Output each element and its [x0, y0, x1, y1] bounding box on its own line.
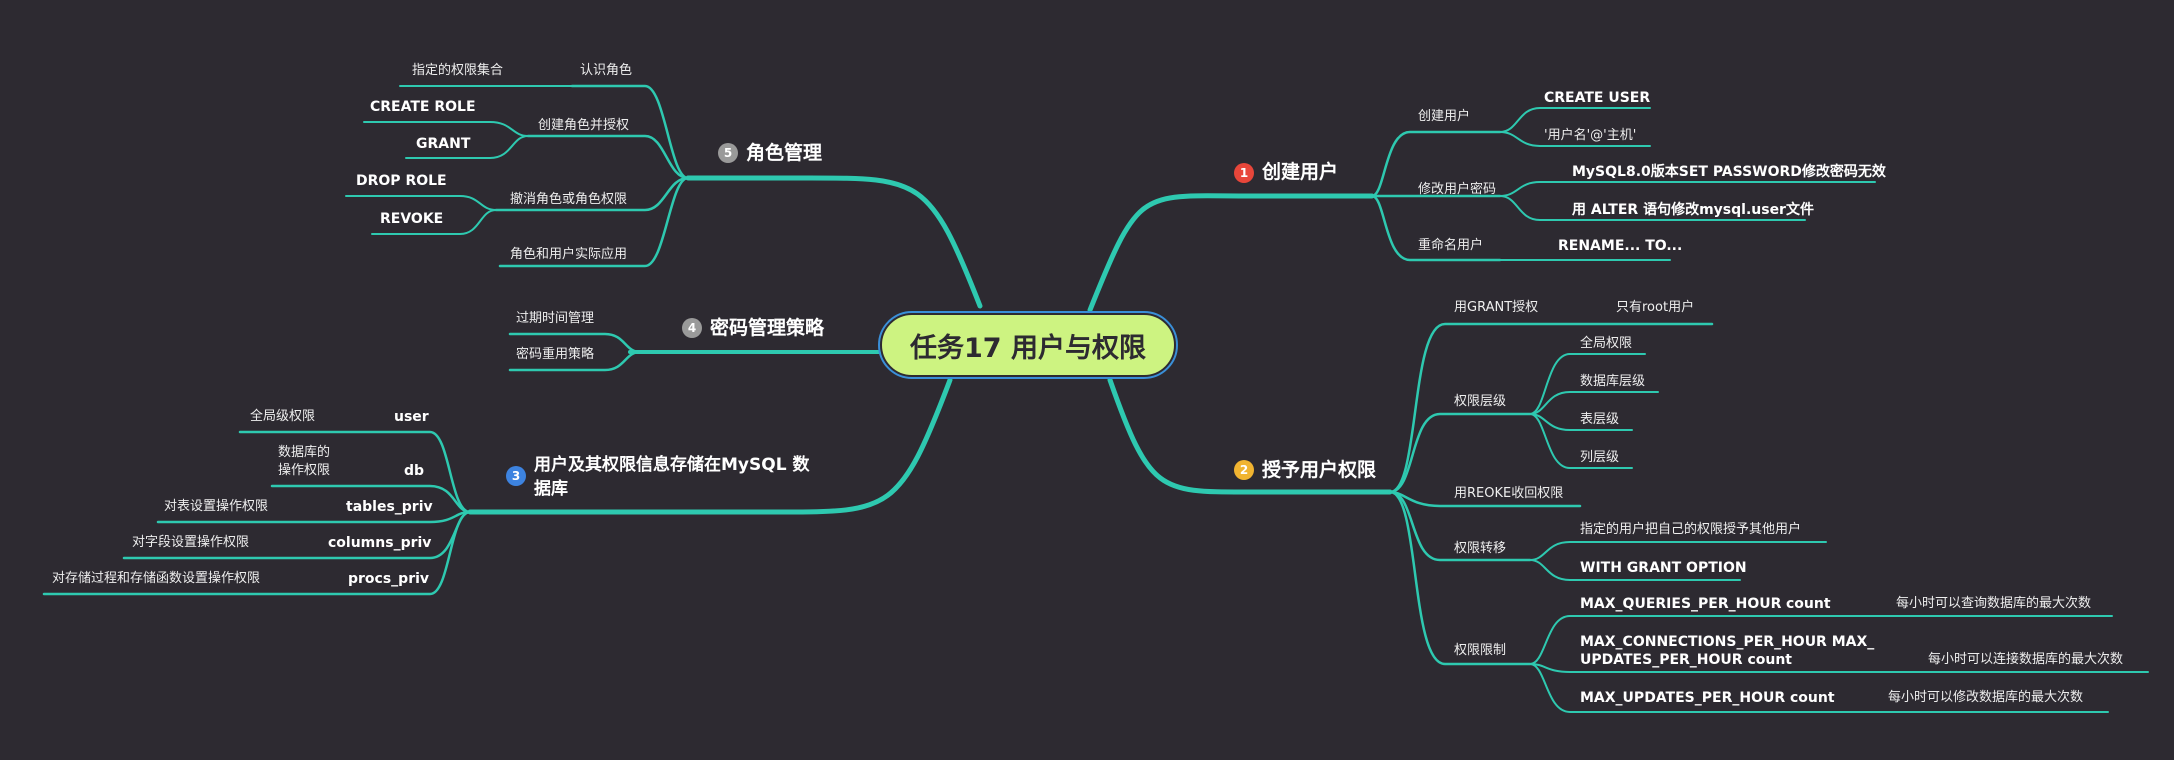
- branch-2-title[interactable]: 授予用户权限: [1262, 459, 1377, 481]
- central-topic-label: 任务17 用户与权限: [910, 332, 1146, 364]
- node-max-updates[interactable]: MAX_UPDATES_PER_HOUR count: [1580, 690, 1835, 706]
- node-max-updates-desc[interactable]: 每小时可以修改数据库的最大次数: [1888, 690, 2084, 705]
- branch-3-title-line2[interactable]: 据库: [534, 479, 568, 499]
- node-with-grant-option[interactable]: WITH GRANT OPTION: [1580, 560, 1747, 576]
- node-root-only[interactable]: 只有root用户: [1616, 300, 1695, 315]
- node-alter-statement[interactable]: 用 ALTER 语句修改mysql.user文件: [1572, 202, 1814, 218]
- node-max-connections-line2[interactable]: UPDATES_PER_HOUR count: [1580, 652, 1792, 668]
- node-table-columns-priv-desc[interactable]: 对字段设置操作权限: [132, 535, 250, 550]
- node-create-user-stmt[interactable]: CREATE USER: [1544, 90, 1651, 106]
- node-change-password[interactable]: 修改用户密码: [1418, 182, 1497, 197]
- node-privilege-levels[interactable]: 权限层级: [1454, 394, 1507, 409]
- node-revoke-role[interactable]: 撤消角色或角色权限: [510, 192, 628, 207]
- node-password-reuse[interactable]: 密码重用策略: [516, 347, 595, 362]
- node-max-queries-count[interactable]: count: [1786, 596, 1831, 612]
- branch-4-title[interactable]: 密码管理策略: [710, 317, 825, 339]
- node-create-role-grant[interactable]: 创建角色并授权: [538, 118, 630, 133]
- node-level-database[interactable]: 数据库层级: [1580, 374, 1646, 389]
- node-table-db[interactable]: db: [404, 463, 425, 479]
- node-table-user-desc[interactable]: 全局级权限: [250, 409, 316, 424]
- node-drop-role[interactable]: DROP ROLE: [356, 173, 447, 189]
- node-table-db-desc-line2[interactable]: 操作权限: [278, 463, 331, 478]
- node-table-db-desc-line1[interactable]: 数据库的: [278, 445, 331, 460]
- node-level-table[interactable]: 表层级: [1580, 412, 1620, 427]
- node-grant-stmt[interactable]: GRANT: [416, 136, 471, 152]
- central-topic[interactable]: 任务17 用户与权限: [878, 311, 1178, 379]
- node-level-column[interactable]: 列层级: [1580, 450, 1620, 465]
- node-table-columns-priv[interactable]: columns_priv: [328, 535, 432, 551]
- node-expiry-management[interactable]: 过期时间管理: [516, 311, 595, 326]
- node-table-user[interactable]: user: [394, 409, 429, 425]
- branch-1-title[interactable]: 创建用户: [1262, 161, 1339, 183]
- node-set-password-note[interactable]: MySQL8.0版本SET PASSWORD修改密码无效: [1572, 164, 1886, 180]
- node-create-role[interactable]: CREATE ROLE: [370, 99, 476, 115]
- node-transfer-desc[interactable]: 指定的用户把自己的权限授予其他用户: [1580, 522, 1802, 537]
- node-rename-user[interactable]: 重命名用户: [1418, 238, 1484, 253]
- node-privilege-set[interactable]: 指定的权限集合: [412, 63, 504, 78]
- node-create-user[interactable]: 创建用户: [1418, 109, 1471, 124]
- node-level-global[interactable]: 全局权限: [1580, 336, 1633, 351]
- node-privilege-limits[interactable]: 权限限制: [1454, 643, 1507, 658]
- node-table-procs-priv[interactable]: procs_priv: [348, 571, 430, 587]
- branch-5-number-badge: 5: [718, 143, 738, 163]
- node-table-procs-priv-desc[interactable]: 对存储过程和存储函数设置操作权限: [52, 571, 261, 586]
- node-max-connections-line1[interactable]: MAX_CONNECTIONS_PER_HOUR MAX_: [1580, 634, 1875, 650]
- branch-3-title-line1[interactable]: 用户及其权限信息存储在MySQL 数: [534, 455, 810, 475]
- node-revoke-stmt[interactable]: REVOKE: [380, 211, 444, 227]
- node-role-usage[interactable]: 角色和用户实际应用: [510, 247, 628, 262]
- node-max-connections-desc[interactable]: 每小时可以连接数据库的最大次数: [1928, 652, 2124, 667]
- node-table-tables-priv[interactable]: tables_priv: [346, 499, 433, 515]
- node-rename-to[interactable]: RENAME... TO...: [1558, 238, 1683, 254]
- node-max-queries-desc[interactable]: 每小时可以查询数据库的最大次数: [1896, 596, 2092, 611]
- node-revoke[interactable]: 用REOKE收回权限: [1454, 486, 1564, 501]
- node-username-host[interactable]: '用户名'@'主机': [1544, 128, 1637, 143]
- branch-1-number-badge: 1: [1234, 163, 1254, 183]
- node-max-queries[interactable]: MAX_QUERIES_PER_HOUR: [1580, 596, 1782, 612]
- node-know-role[interactable]: 认识角色: [580, 63, 633, 78]
- branch-5-title[interactable]: 角色管理: [746, 142, 823, 164]
- branch-4-number-badge: 4: [682, 318, 702, 338]
- branch-3-number-badge: 3: [506, 466, 526, 486]
- node-grant[interactable]: 用GRANT授权: [1454, 300, 1539, 315]
- branch-2-number-badge: 2: [1234, 460, 1254, 480]
- node-table-tables-priv-desc[interactable]: 对表设置操作权限: [164, 499, 269, 514]
- node-privilege-transfer[interactable]: 权限转移: [1454, 541, 1507, 556]
